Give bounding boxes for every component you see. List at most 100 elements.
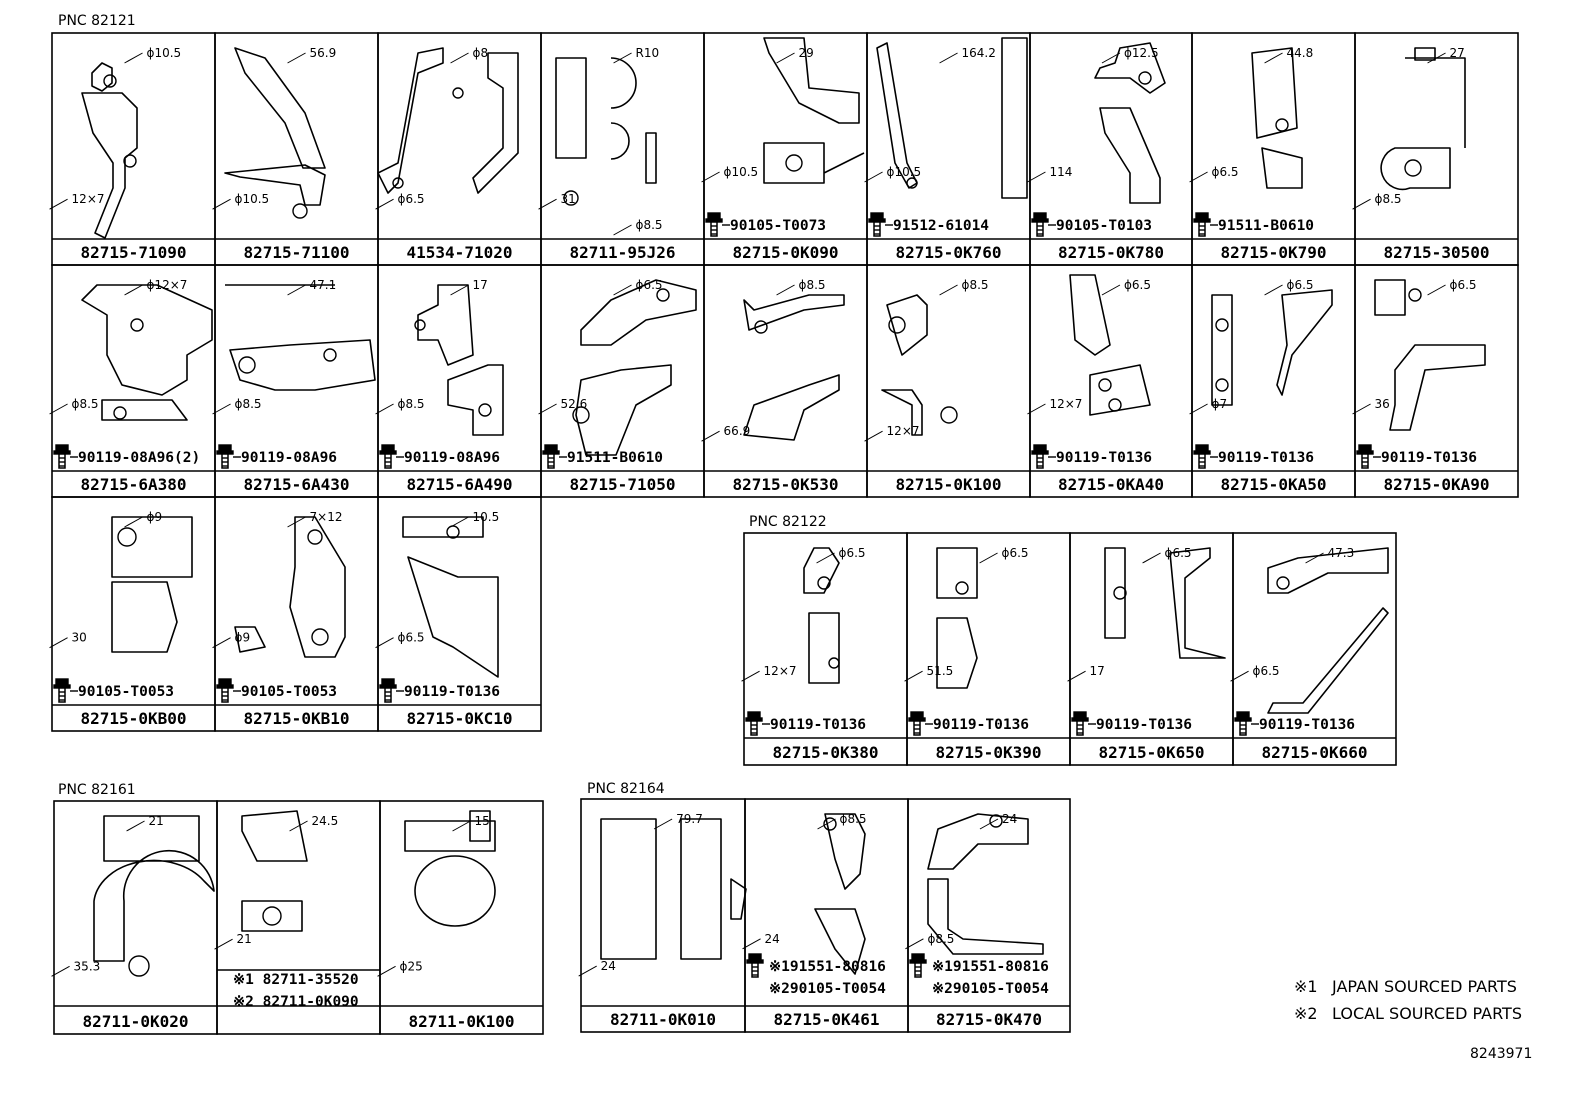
footnote-mark: ※1 [1294, 977, 1318, 996]
dimension-label: ϕ6.5 [1124, 278, 1151, 292]
dimension-label: 29 [799, 46, 814, 60]
dimension-label: ϕ8.5 [962, 278, 989, 292]
part-sketch [881, 294, 958, 436]
hole-mark [262, 906, 282, 926]
dimension-label: 51.5 [927, 664, 954, 678]
dimension-label: 27 [1450, 46, 1465, 60]
part-sketch [927, 813, 1044, 955]
hole-mark [1098, 378, 1112, 392]
bolt-icon [379, 444, 397, 469]
dimension-label: 36 [1375, 397, 1390, 411]
leader-line [1264, 52, 1283, 64]
part-number: 82715-0KA90 [1384, 475, 1490, 494]
bolt-icon [1193, 212, 1211, 237]
part-number: 82715-0KB10 [244, 709, 350, 728]
dimension-label: ϕ6.5 [1253, 664, 1280, 678]
hole-mark [1408, 288, 1422, 302]
cell-frame [866, 264, 1031, 498]
part-number: 41534-71020 [407, 243, 513, 262]
leader-line [287, 284, 306, 296]
hole-mark [1275, 118, 1289, 132]
part-sketch [803, 547, 840, 684]
hole-mark [817, 576, 831, 590]
cell-frame [703, 264, 868, 498]
bolt-part-number: 90119-08A96 [404, 450, 500, 466]
part-number: 82711-0K010 [610, 1010, 716, 1029]
leader-line [1189, 171, 1208, 183]
part-number: 82715-0K380 [773, 743, 879, 762]
pnc-label: PNC 82164 [587, 781, 665, 797]
leader-line [864, 430, 883, 442]
hole-mark [754, 320, 768, 334]
bolt-part-number: 90119-T0136 [1381, 450, 1477, 466]
hole-mark [130, 318, 144, 332]
hole-mark [906, 177, 918, 189]
hole-mark [955, 581, 969, 595]
bolt-icon [705, 212, 723, 237]
part-sketch [241, 810, 308, 932]
part-number: 82715-0KC10 [407, 709, 513, 728]
bolt-icon [53, 444, 71, 469]
leader-line [776, 52, 795, 64]
leader-line [979, 552, 998, 564]
dimension-label: 10.5 [473, 510, 500, 524]
dimension-label: ϕ9 [147, 510, 163, 524]
hole-mark [117, 527, 137, 547]
hole-mark [103, 74, 117, 88]
leader-line [613, 284, 632, 296]
bolt-part-number: 91511-B0610 [567, 450, 663, 466]
part-sketch [1267, 547, 1389, 714]
dimension-label: ϕ10.5 [147, 46, 182, 60]
leader-line [287, 52, 306, 64]
leader-line [375, 403, 394, 415]
bolt-icon [1356, 444, 1374, 469]
leader-line [1427, 284, 1446, 296]
part-sketch [1251, 47, 1303, 189]
dimension-label: ϕ8.5 [799, 278, 826, 292]
cell-frame [51, 32, 216, 266]
variant-part-number: ※1 82711-35520 [233, 972, 359, 988]
part-number: 82715-0K650 [1099, 743, 1205, 762]
leader-line [613, 224, 632, 236]
dimension-label: ϕ9 [235, 631, 251, 645]
part-cell: ϕ8.524※191551-80816※290105-T005482715-0K… [742, 798, 909, 1033]
pnc-label: PNC 82161 [58, 782, 136, 798]
hole-mark [478, 403, 492, 417]
bolt-part-number: ※191551-80816 [769, 959, 886, 975]
hole-mark [940, 406, 958, 424]
leader-line [1264, 284, 1283, 296]
part-number: 82715-71100 [244, 243, 350, 262]
bolt-icon [216, 444, 234, 469]
part-number: 82711-0K020 [83, 1012, 189, 1031]
dimension-label: ϕ6.5 [636, 278, 663, 292]
leader-line [701, 171, 720, 183]
part-sketch [402, 516, 499, 678]
leader-line [450, 52, 469, 64]
part-sketch [81, 284, 213, 421]
bolt-part-number: 91511-B0610 [1218, 218, 1314, 234]
part-number: 82715-0K660 [1262, 743, 1368, 762]
dimension-label: ϕ12×7 [147, 278, 188, 292]
leader-line [1352, 198, 1371, 210]
part-sketch [93, 815, 215, 977]
dimension-label: 56.9 [310, 46, 337, 60]
bolt-icon [745, 711, 763, 736]
dimension-label: 12×7 [1049, 397, 1082, 411]
hole-mark [238, 356, 256, 374]
leader-line [1230, 670, 1249, 682]
hole-mark [828, 657, 840, 669]
bolt-icon [1031, 444, 1049, 469]
part-number: 82711-95J26 [570, 243, 676, 262]
leader-line [776, 284, 795, 296]
leader-line [701, 430, 720, 442]
dimension-label: 12×7 [764, 664, 797, 678]
leader-line [1101, 52, 1121, 64]
leader-line [377, 965, 396, 977]
